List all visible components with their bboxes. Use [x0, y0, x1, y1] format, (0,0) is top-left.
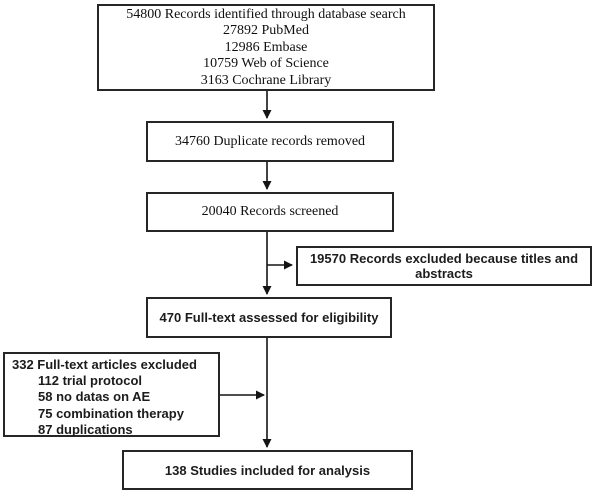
studies-included-label: 138 Studies included for analysis	[164, 462, 371, 478]
box-records-excluded: 19570 Records excluded because titles an…	[296, 246, 592, 286]
excluded-no-data-ae: 58 no datas on AE	[38, 389, 151, 405]
box-records-identified: 54800 Records identified through databas…	[97, 4, 435, 91]
records-identified-total: 54800 Records identified through databas…	[126, 6, 406, 22]
duplicates-removed-label: 34760 Duplicate records removed	[174, 133, 366, 149]
box-studies-included: 138 Studies included for analysis	[122, 450, 413, 490]
records-pubmed: 27892 PubMed	[223, 23, 309, 39]
records-screened-label: 20040 Records screened	[201, 204, 339, 219]
excluded-duplications: 87 duplications	[38, 421, 133, 437]
excluded-combination-therapy: 75 combination therapy	[38, 405, 184, 421]
box-records-screened: 20040 Records screened	[146, 192, 394, 232]
fulltext-excluded-total: 332 Full-text articles excluded	[12, 357, 197, 372]
records-web-of-science: 10759 Web of Science	[203, 56, 329, 72]
box-fulltext-excluded: 332 Full-text articles excluded 112 tria…	[3, 352, 220, 437]
fulltext-assessed-label: 470 Full-text assessed for eligibility	[159, 310, 379, 325]
excluded-trial-protocol: 112 trial protocol	[38, 373, 143, 389]
records-cochrane-library: 3163 Cochrane Library	[200, 72, 332, 88]
box-fulltext-assessed: 470 Full-text assessed for eligibility	[146, 297, 392, 338]
records-embase: 12986 Embase	[224, 39, 308, 55]
records-excluded-label: 19570 Records excluded because titles an…	[309, 251, 579, 281]
box-duplicates-removed: 34760 Duplicate records removed	[146, 121, 394, 162]
